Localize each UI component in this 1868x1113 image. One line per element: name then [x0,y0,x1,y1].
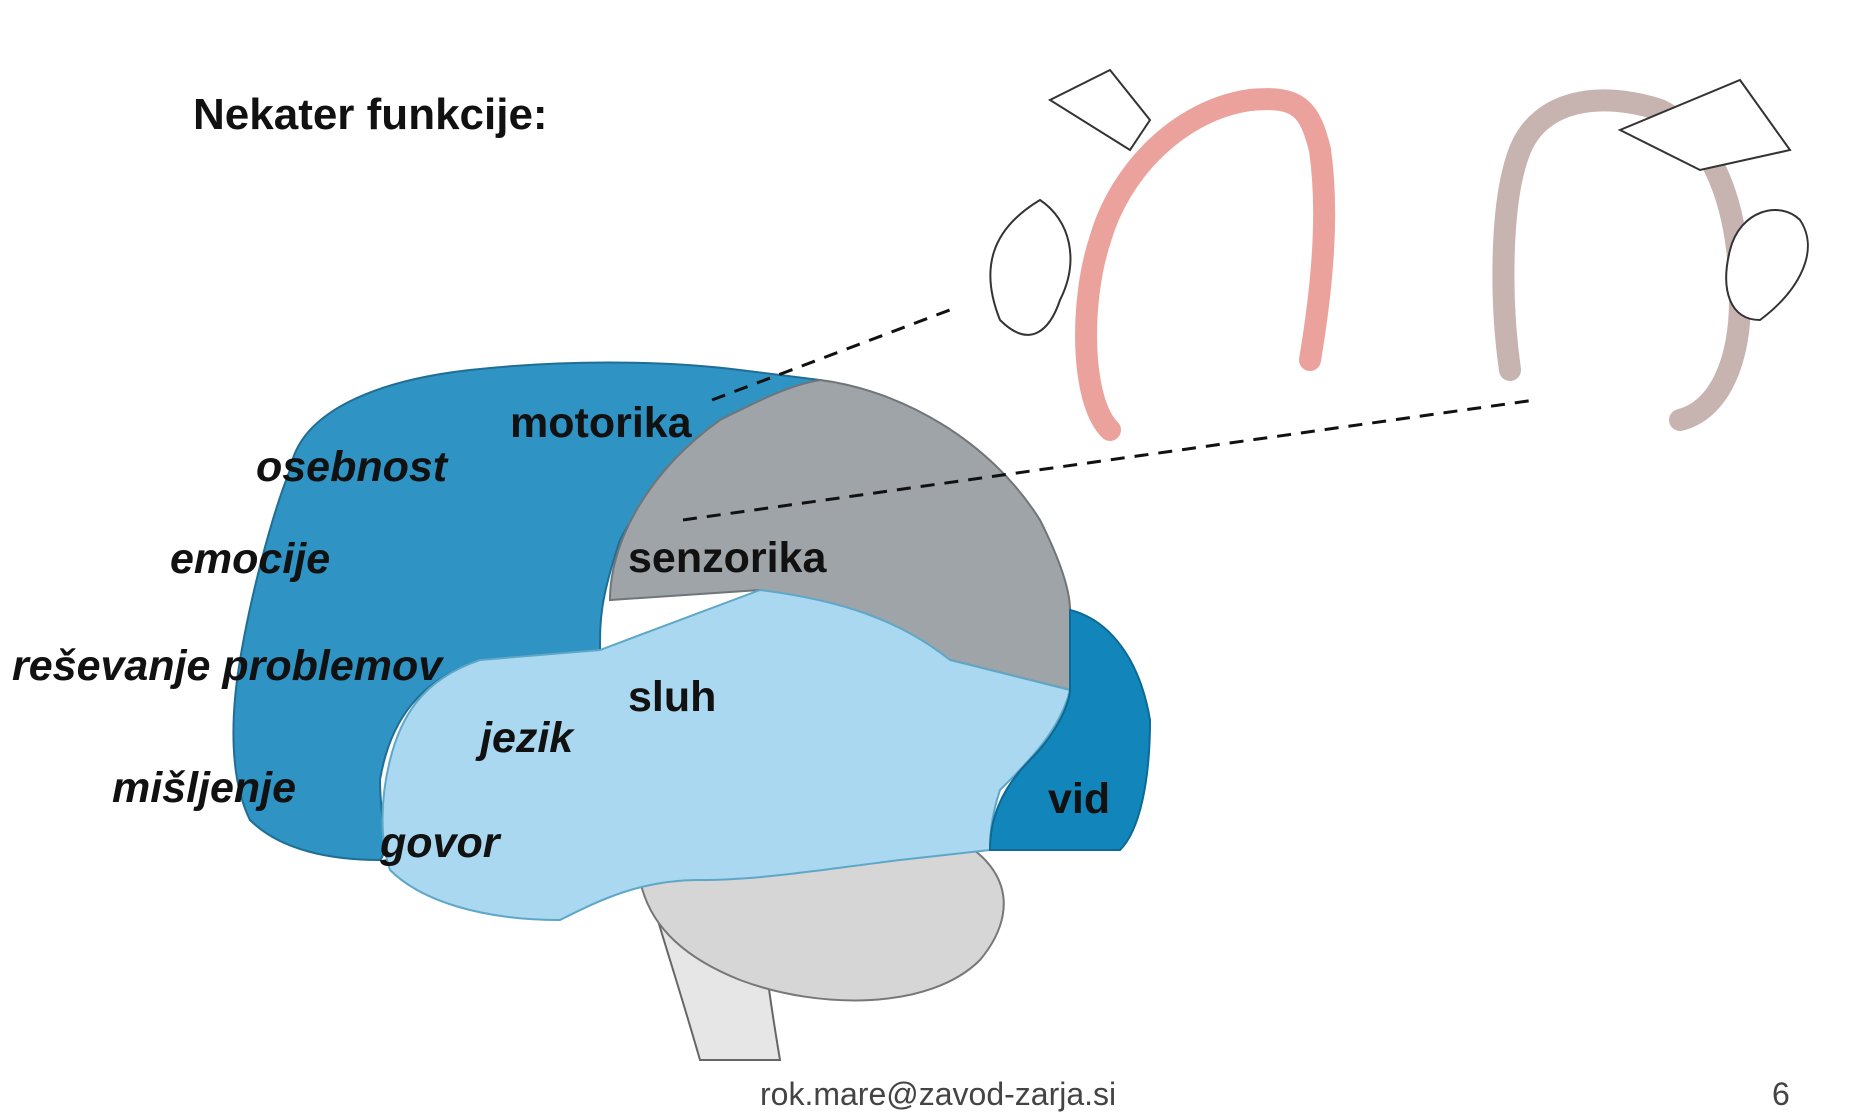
motor-strip [1086,99,1324,430]
label-osebnost: osebnost [256,446,447,489]
label-misljenje: mišljenje [112,767,296,810]
motor-face-icon [990,200,1070,335]
label-jezik: jezik [480,717,573,760]
label-emocije: emocije [170,538,330,581]
label-sluh: sluh [628,676,716,719]
motor-hand-icon [1050,70,1150,150]
label-senzorika: senzorika [628,537,826,580]
label-motorika: motorika [510,402,692,445]
footer-email: rok.mare@zavod-zarja.si [760,1076,1116,1113]
label-govor: govor [380,822,499,865]
label-resevanje-problemov: reševanje problemov [12,645,442,688]
page-number: 6 [1772,1076,1790,1113]
sensory-hand-icon [1620,80,1790,170]
label-vid: vid [1048,778,1110,821]
